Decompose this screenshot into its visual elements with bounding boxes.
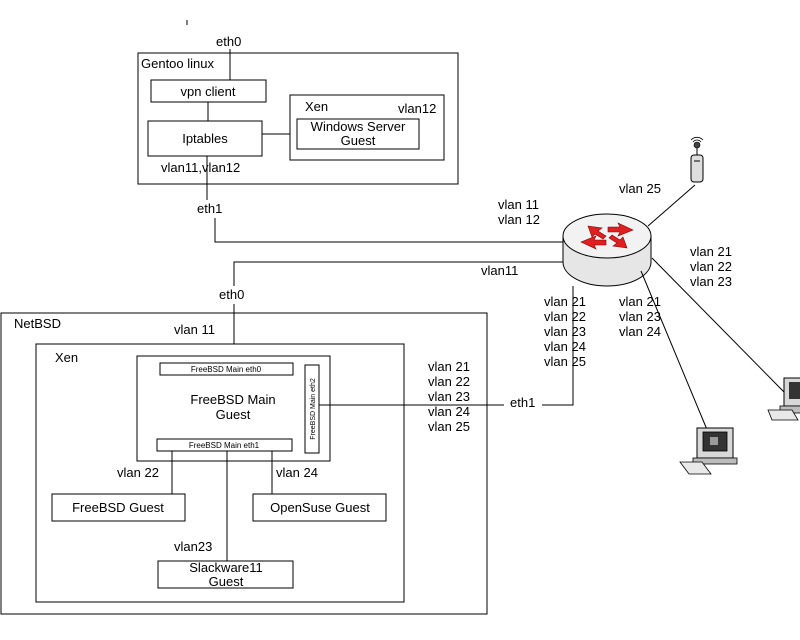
windows-guest-label-2: Guest — [341, 133, 376, 148]
right-vlan-22: vlan 22 — [690, 259, 732, 274]
right-vlan-23: vlan 23 — [690, 274, 732, 289]
freebsd-guest-vlan-label: vlan 22 — [117, 465, 159, 480]
slackware-guest-box — [157, 560, 294, 589]
netbsd-host: eth0 NetBSD vlan 11 Xen FreeBSD Main eth… — [0, 287, 535, 615]
gentoo-host: Gentoo linux eth0 vpn client Iptables Xe… — [137, 34, 459, 216]
freebsd-main-label-2: Guest — [216, 407, 251, 422]
router-pc-right-wire — [651, 257, 785, 393]
down-left-vlan-25: vlan 25 — [544, 354, 586, 369]
netbsd-vlan11-label: vlan 11 — [174, 322, 215, 337]
down-left-vlan-23: vlan 23 — [544, 324, 586, 339]
opensuse-guest-label: OpenSuse Guest — [270, 500, 370, 515]
gentoo-xen-vlan-label: vlan12 — [398, 101, 436, 116]
freebsd-guest-box — [51, 493, 186, 522]
vpn-client-label: vpn client — [181, 84, 236, 99]
desktop-pc-icon — [679, 427, 738, 475]
opensuse-guest-vlan-label: vlan 24 — [276, 465, 318, 480]
netbsd-title: NetBSD — [14, 316, 61, 331]
wifi-ap-icon — [690, 136, 704, 183]
windows-guest-box — [296, 118, 420, 150]
down-left-vlan-21: vlan 21 — [544, 294, 586, 309]
iptables-label: Iptables — [182, 131, 228, 146]
slackware-guest-vlan-label: vlan23 — [174, 539, 212, 554]
router-trunk-wire — [542, 286, 574, 406]
router-pc-lower-wire — [640, 270, 709, 433]
down-left-vlan-22: vlan 22 — [544, 309, 586, 324]
freebsd-main-label-1: FreeBSD Main — [190, 392, 275, 407]
trunk-vlan-23: vlan 23 — [428, 389, 470, 404]
down-right-vlan-21: vlan 21 — [619, 294, 661, 309]
down-right-vlan-24: vlan 24 — [619, 324, 661, 339]
freebsd-guest-label: FreeBSD Guest — [72, 500, 164, 515]
netbsd-xen-label: Xen — [55, 350, 78, 365]
down-left-vlan-24: vlan 24 — [544, 339, 586, 354]
trunk-vlan-24: vlan 24 — [428, 404, 470, 419]
uplink-vlan-12: vlan 12 — [498, 212, 540, 227]
freebsd-main-eth0-box — [159, 362, 294, 376]
opensuse-guest-box — [252, 493, 387, 522]
uplink-vlan-11: vlan 11 — [498, 197, 539, 212]
right-vlan-21: vlan 21 — [690, 244, 732, 259]
router-netbsd-wire — [233, 261, 568, 286]
freebsd-main-eth2-label: FreeBSD Main eth2 — [310, 378, 317, 440]
trunk-vlan-21: vlan 21 — [428, 359, 470, 374]
freebsd-main-eth2-box — [304, 364, 320, 454]
router-top — [562, 213, 652, 259]
gentoo-vlans-label: vlan11,vlan12 — [161, 160, 240, 175]
trunk-vlan-25: vlan 25 — [428, 419, 470, 434]
netbsd-eth1-label: eth1 — [510, 395, 535, 410]
router-arrows — [580, 222, 634, 250]
trunk-vlan-22: vlan 22 — [428, 374, 470, 389]
gentoo-eth1-label: eth1 — [197, 201, 222, 216]
down-right-vlan-23: vlan 23 — [619, 309, 661, 324]
freebsd-main-eth1-label: FreeBSD Main eth1 — [189, 441, 260, 450]
iptables-box — [147, 120, 263, 157]
router-wifi-wire — [647, 184, 696, 227]
slackware-guest-label-1: Slackware11 — [189, 560, 262, 575]
netbsd-eth0-label: eth0 — [219, 287, 244, 302]
slackware-guest-label-2: Guest — [209, 574, 244, 589]
netbsd-uplink-vlan: vlan11 — [481, 263, 518, 278]
gentoo-xen-label: Xen — [305, 99, 328, 114]
freebsd-main-eth0-label: FreeBSD Main eth0 — [191, 365, 262, 374]
desktop-pc-right-icon — [767, 377, 800, 421]
freebsd-main-eth1-box — [156, 438, 293, 452]
router-icon — [562, 213, 652, 287]
gentoo-title: Gentoo linux — [141, 56, 214, 71]
gentoo-eth0-label: eth0 — [216, 34, 241, 49]
gentoo-router-wire — [214, 218, 568, 243]
wifi-vlan-label: vlan 25 — [619, 181, 661, 196]
windows-guest-label-1: Windows Server — [311, 119, 406, 134]
